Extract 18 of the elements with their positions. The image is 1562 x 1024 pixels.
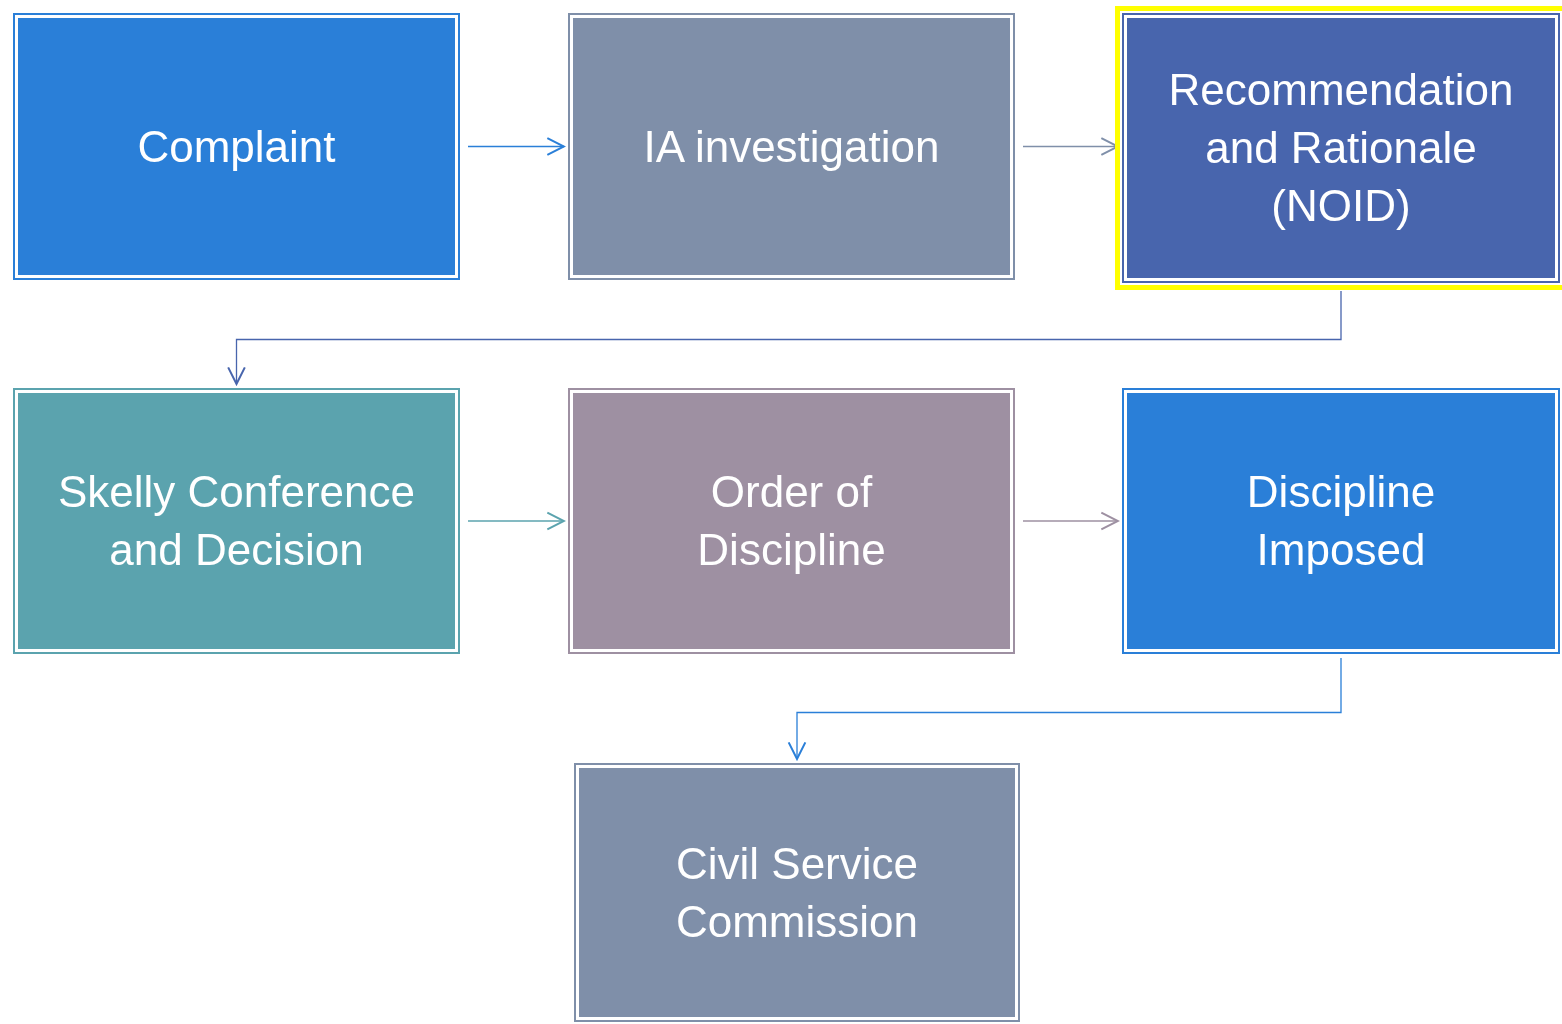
box-label: Skelly Conference and Decision xyxy=(56,466,417,576)
box-label: Civil Service Commission xyxy=(674,837,919,948)
process-box xyxy=(13,13,460,280)
box-label: Discipline Imposed xyxy=(1245,466,1437,576)
process-box xyxy=(568,388,1015,654)
arrow xyxy=(227,290,1342,385)
box-label: Recommendation and Rationale (NOID) xyxy=(1167,64,1515,232)
arrow xyxy=(467,137,565,156)
process-box xyxy=(574,763,1020,1022)
box-label: IA investigation xyxy=(643,120,940,173)
arrow xyxy=(787,657,1342,760)
process-box xyxy=(1122,388,1560,654)
box-label: Order of Discipline xyxy=(696,466,887,576)
process-box xyxy=(13,388,460,654)
arrow xyxy=(1022,511,1119,531)
box-label: Complaint xyxy=(137,120,336,173)
arrow xyxy=(467,511,565,531)
process-box xyxy=(568,13,1015,280)
